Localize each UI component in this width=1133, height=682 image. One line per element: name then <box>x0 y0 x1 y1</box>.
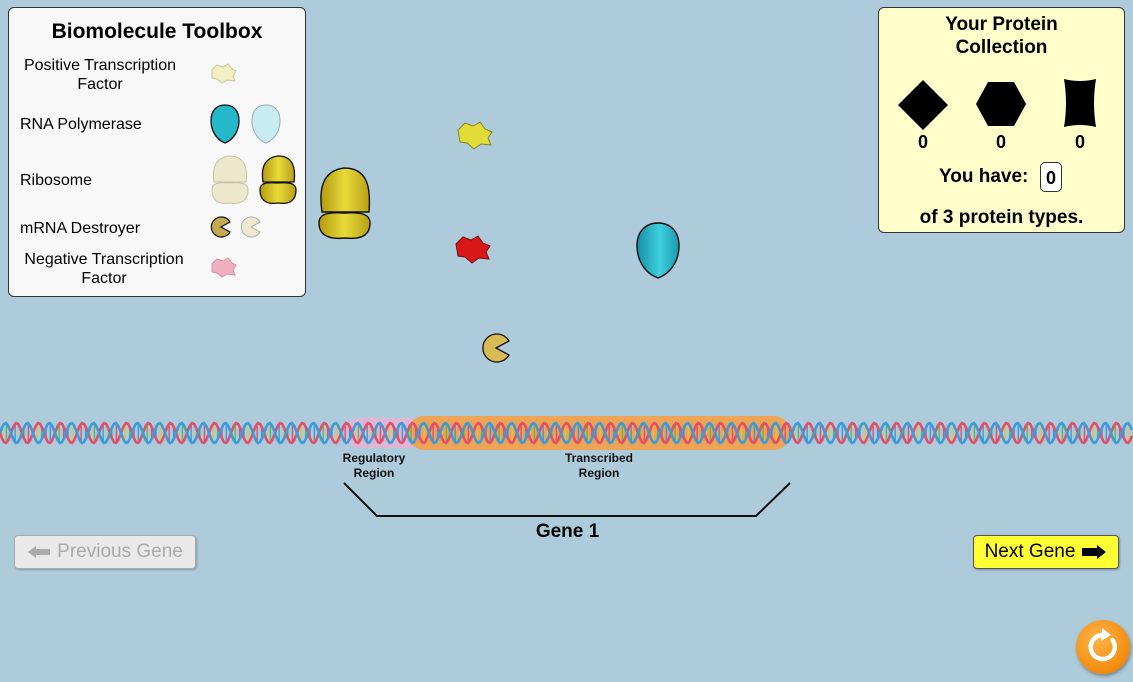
negative-transcription-factor-icon[interactable] <box>209 256 239 280</box>
ribosome-icon[interactable] <box>257 152 299 208</box>
diamond-protein-icon <box>898 80 948 130</box>
mrna-destroyer-floating[interactable] <box>481 333 511 363</box>
previous-gene-label: Previous Gene <box>57 541 183 562</box>
arrow-right-icon <box>1082 545 1107 559</box>
hexagon-protein-count: 0 <box>995 132 1006 152</box>
toolbox-title: Biomolecule Toolbox <box>51 20 263 43</box>
protein-types-total: of 3 protein types. <box>919 207 1084 228</box>
toolbox-label-rna-polymerase: RNA Polymerase <box>20 116 142 133</box>
toolbox-label-mrna-destroyer: mRNA Destroyer <box>20 220 141 237</box>
barrel-protein-icon <box>1064 79 1096 127</box>
you-have-label: You have: <box>939 166 1029 187</box>
previous-gene-button[interactable]: Previous Gene <box>14 535 196 569</box>
dna-strand <box>0 416 1133 450</box>
barrel-protein-count: 0 <box>1074 132 1085 152</box>
hexagon-protein-icon <box>976 82 1026 126</box>
rna-polymerase-faded-icon[interactable] <box>250 103 282 145</box>
positive-transcription-factor-icon[interactable] <box>209 62 239 86</box>
reset-icon <box>1088 628 1117 662</box>
you-have-count: 0 <box>1040 162 1062 192</box>
rna-polymerase-icon[interactable] <box>209 103 241 145</box>
dna-backbone-a <box>0 421 1133 445</box>
rna-polymerase-floating[interactable] <box>635 221 681 281</box>
diamond-protein-count: 0 <box>917 132 928 152</box>
arrow-left-icon <box>28 546 51 558</box>
gene-label: Gene 1 <box>535 521 600 542</box>
ribosome-floating[interactable] <box>317 166 373 242</box>
mrna-destroyer-icon[interactable] <box>210 216 232 238</box>
mrna-destroyer-faded-icon[interactable] <box>240 216 262 238</box>
ribosome-faded-icon[interactable] <box>209 152 251 208</box>
positive-transcription-factor-floating[interactable] <box>455 120 495 152</box>
negative-transcription-factor-floating[interactable] <box>453 234 493 266</box>
gene-bracket <box>343 482 791 517</box>
toolbox-label-ribosome: Ribosome <box>20 172 93 189</box>
dna-backbone-b <box>0 421 1133 445</box>
biomolecule-toolbox: Biomolecule Toolbox Positive Transcripti… <box>8 7 306 297</box>
next-gene-label: Next Gene <box>984 541 1076 562</box>
reset-button[interactable] <box>1076 620 1130 674</box>
next-gene-button[interactable]: Next Gene <box>973 535 1119 569</box>
